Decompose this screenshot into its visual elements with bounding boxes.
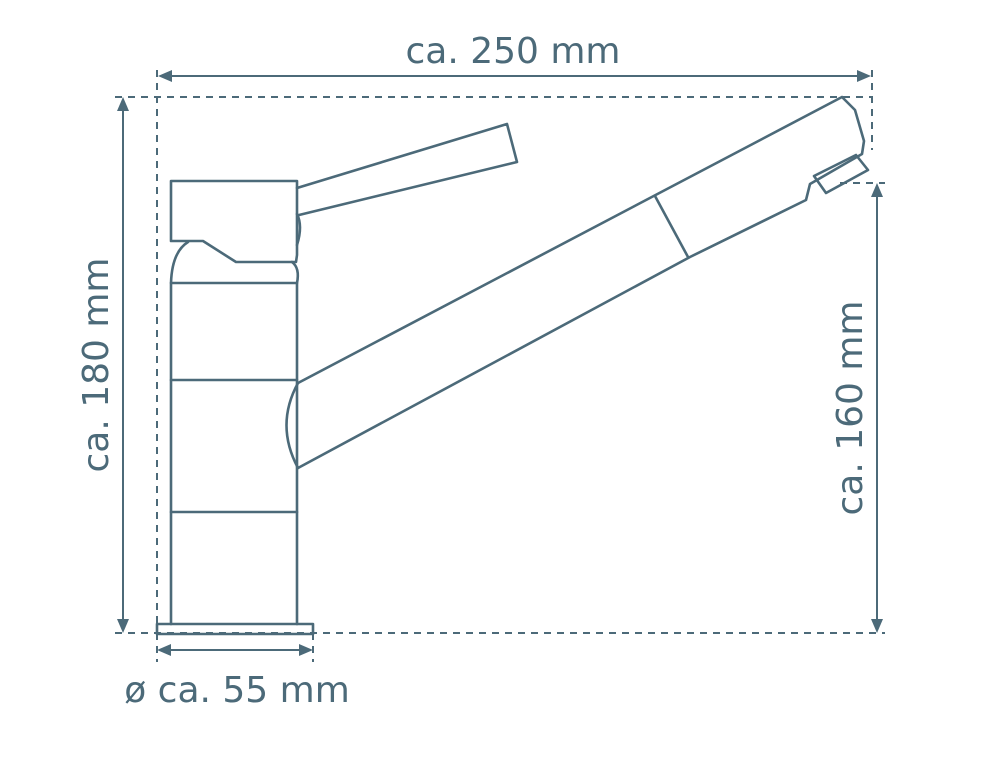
handle-cap: [169, 179, 299, 264]
spout-pullout-seam: [653, 194, 690, 259]
height-dimension: ca. 180 mm: [76, 97, 129, 633]
spout-aerator: [812, 153, 870, 195]
base-diameter-label: ø ca. 55 mm: [124, 670, 350, 711]
height-arrow-bottom-icon: [117, 619, 129, 633]
base-arrow-left-icon: [157, 644, 171, 656]
width-label: ca. 250 mm: [405, 31, 620, 72]
width-arrow-right-icon: [857, 70, 871, 82]
drawing-group: ca. 250 mm ca. 180 mm ca. 160 mm ø ca. 5…: [76, 31, 885, 711]
faucet-base-plate: [155, 622, 315, 636]
faucet-outline: [155, 95, 870, 636]
bounding-guides: [115, 70, 885, 634]
width-dimension: ca. 250 mm: [158, 31, 871, 82]
spout-height-arrow-top-icon: [871, 183, 883, 197]
height-arrow-top-icon: [117, 97, 129, 111]
faucet-neck-right: [290, 260, 300, 285]
base-arrow-right-icon: [299, 644, 313, 656]
spout-height-dimension: ca. 160 mm: [830, 183, 883, 633]
faucet-neck-left: [169, 240, 190, 285]
base-diameter-dimension: ø ca. 55 mm: [124, 633, 350, 711]
spout-height-label: ca. 160 mm: [830, 300, 871, 515]
faucet-body: [169, 281, 299, 626]
spout-joint: [285, 381, 300, 470]
height-label: ca. 180 mm: [76, 257, 117, 472]
handle-cap-ring: [295, 212, 302, 247]
spout-height-arrow-bottom-icon: [871, 619, 883, 633]
spout: [296, 95, 866, 470]
width-arrow-left-icon: [158, 70, 172, 82]
handle-lever: [295, 122, 519, 217]
